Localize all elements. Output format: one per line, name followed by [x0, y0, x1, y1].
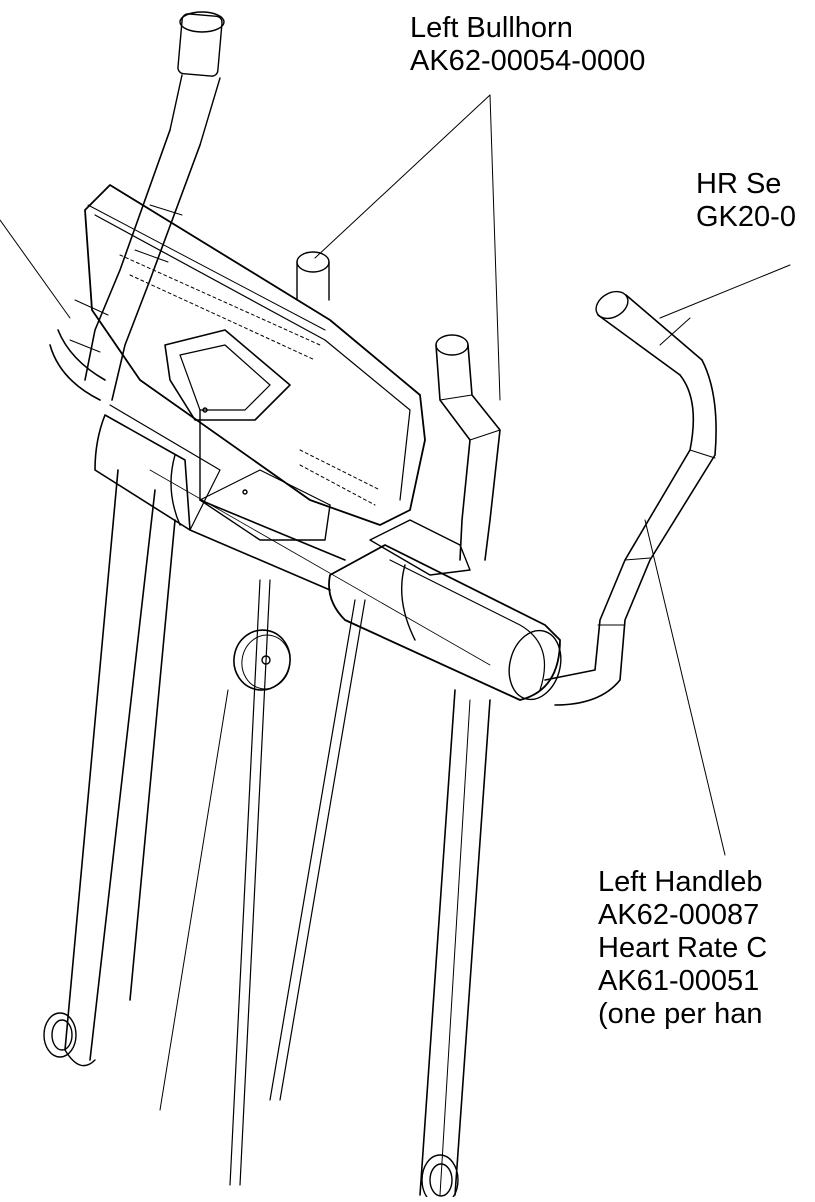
- left-upright-tube: [69, 11, 225, 401]
- callout-hr-sensor: HR Se GK20-0: [696, 168, 796, 234]
- console-housing: [84, 184, 426, 541]
- left-bullhorn-part-number: AK62-00054-0000: [410, 45, 646, 77]
- leader-offpage-left: [0, 219, 71, 319]
- right-handlebar-with-hr-sensor: [544, 290, 717, 706]
- left-handlebar-line2: AK62-00087: [598, 899, 760, 931]
- leader-left-handlebar: [644, 519, 726, 856]
- hr-sensor-name: HR Se: [696, 168, 782, 200]
- left-curved-handlebar: [49, 329, 106, 401]
- callout-left-bullhorn: Left Bullhorn AK62-00054-0000: [410, 12, 645, 78]
- left-handlebar-line4: AK61-00051: [598, 965, 760, 997]
- hr-sensor-part-number: GK20-0: [696, 201, 796, 233]
- left-bullhorn-name: Left Bullhorn: [410, 12, 573, 44]
- leader-left-bullhorn-a: [314, 94, 491, 259]
- left-handlebar-line5: (one per han: [598, 998, 763, 1030]
- leader-hr-sensor: [659, 264, 791, 319]
- leader-cap: [159, 689, 229, 1111]
- center-bullhorn-post: [296, 251, 330, 301]
- callout-left-handlebar: Left Handleb AK62-00087 Heart Rate C AK6…: [598, 866, 767, 1031]
- left-bullhorn-part: [435, 334, 501, 561]
- left-handlebar-line3: Heart Rate C: [598, 932, 768, 964]
- leader-lines: [0, 94, 791, 1111]
- left-handlebar-line1: Left Handleb: [598, 866, 763, 898]
- crossbar-shrouds: [94, 404, 562, 701]
- round-cap: [233, 629, 291, 691]
- leader-left-bullhorn-b: [489, 94, 501, 401]
- columns: [43, 469, 491, 1202]
